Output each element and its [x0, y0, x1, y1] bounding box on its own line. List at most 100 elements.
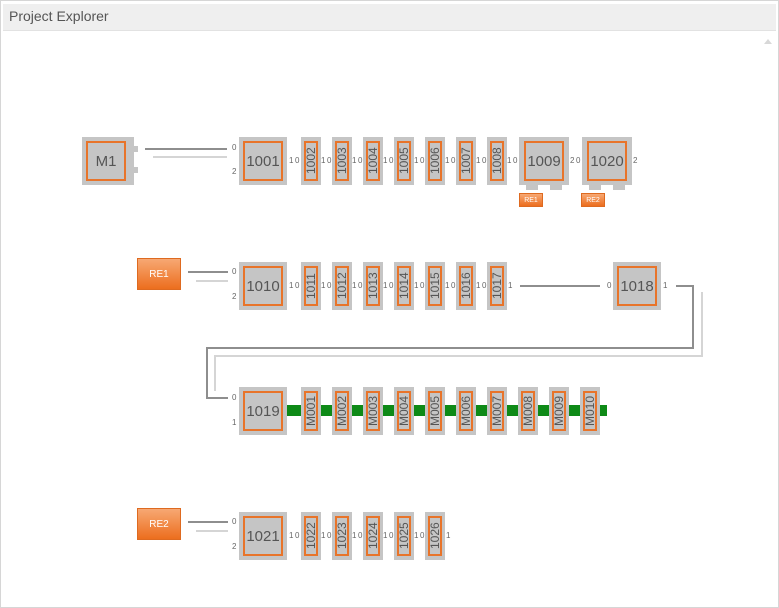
port-label: 1 [414, 156, 419, 165]
node-m006[interactable]: M006 [456, 387, 476, 435]
node-m002[interactable]: M002 [332, 387, 352, 435]
node-label: M007 [490, 391, 504, 431]
node-label: 1012 [335, 266, 349, 306]
node-port [550, 185, 562, 190]
node-1017[interactable]: 1017 [487, 262, 507, 310]
node-m001[interactable]: M001 [301, 387, 321, 435]
connection-line [206, 347, 694, 349]
re2-small-button[interactable]: RE2 [581, 193, 605, 207]
node-1002[interactable]: 1002 [301, 137, 321, 185]
port-label: 1 [414, 531, 419, 540]
port-label: 1 [476, 281, 481, 290]
port-label: 0 [327, 281, 332, 290]
node-label: 1026 [428, 516, 442, 556]
node-m008[interactable]: M008 [518, 387, 538, 435]
port-label: 1 [445, 281, 450, 290]
scroll-up-icon[interactable] [764, 39, 772, 44]
green-bus-line [287, 405, 607, 416]
connection-line [196, 280, 228, 282]
node-label: 1003 [335, 141, 349, 181]
connection-line [206, 347, 208, 399]
node-1007[interactable]: 1007 [456, 137, 476, 185]
node-label: 1013 [366, 266, 380, 306]
port-label: 2 [232, 292, 237, 301]
node-1023[interactable]: 1023 [332, 512, 352, 560]
node-1010[interactable]: 1010 [239, 262, 287, 310]
port-label: 1 [508, 281, 513, 290]
node-port [589, 185, 601, 190]
port-label: 0 [295, 531, 300, 540]
node-label: M008 [521, 391, 535, 431]
node-m010[interactable]: M010 [580, 387, 600, 435]
connection-line [520, 285, 600, 287]
node-label: 1019 [243, 391, 283, 431]
node-label: 1023 [335, 516, 349, 556]
port-label: 0 [420, 156, 425, 165]
node-1009[interactable]: 1009 [519, 137, 569, 185]
node-1022[interactable]: 1022 [301, 512, 321, 560]
node-label: 1020 [587, 141, 627, 181]
node-1018[interactable]: 1018 [613, 262, 661, 310]
port-label: 2 [232, 167, 237, 176]
port-label: 1 [352, 531, 357, 540]
port-label: 0 [358, 531, 363, 540]
node-1015[interactable]: 1015 [425, 262, 445, 310]
port-label: 0 [482, 156, 487, 165]
node-1016[interactable]: 1016 [456, 262, 476, 310]
node-1006[interactable]: 1006 [425, 137, 445, 185]
node-label: 1008 [490, 141, 504, 181]
re2-button[interactable]: RE2 [137, 508, 181, 540]
node-m007[interactable]: M007 [487, 387, 507, 435]
port-label: 1 [289, 281, 294, 290]
node-label: 1010 [243, 266, 283, 306]
node-m003[interactable]: M003 [363, 387, 383, 435]
node-label: 1014 [397, 266, 411, 306]
node-label: 1007 [459, 141, 473, 181]
node-1013[interactable]: 1013 [363, 262, 383, 310]
port-label: 0 [451, 156, 456, 165]
node-label: M002 [335, 391, 349, 431]
node-label: 1016 [459, 266, 473, 306]
node-label: M006 [459, 391, 473, 431]
node-1014[interactable]: 1014 [394, 262, 414, 310]
node-1004[interactable]: 1004 [363, 137, 383, 185]
port-label: 1 [445, 156, 450, 165]
port-label: 0 [513, 156, 518, 165]
connection-line [188, 521, 228, 523]
node-1024[interactable]: 1024 [363, 512, 383, 560]
node-label: 1025 [397, 516, 411, 556]
node-label: 1021 [243, 516, 283, 556]
port-label: 1 [232, 418, 237, 427]
re1-small-button[interactable]: RE1 [519, 193, 543, 207]
node-m004[interactable]: M004 [394, 387, 414, 435]
node-m005[interactable]: M005 [425, 387, 445, 435]
node-1011[interactable]: 1011 [301, 262, 321, 310]
node-m1[interactable]: M1 [82, 137, 134, 185]
node-1012[interactable]: 1012 [332, 262, 352, 310]
connection-line [196, 530, 228, 532]
node-1008[interactable]: 1008 [487, 137, 507, 185]
node-1003[interactable]: 1003 [332, 137, 352, 185]
connection-line [206, 397, 228, 399]
port-label: 0 [327, 531, 332, 540]
node-label: 1002 [304, 141, 318, 181]
connection-line [701, 292, 703, 356]
node-1019[interactable]: 1019 [239, 387, 287, 435]
port-label: 0 [576, 156, 581, 165]
node-m009[interactable]: M009 [549, 387, 569, 435]
node-1001[interactable]: 1001 [239, 137, 287, 185]
node-1021[interactable]: 1021 [239, 512, 287, 560]
node-1026[interactable]: 1026 [425, 512, 445, 560]
port-label: 0 [295, 281, 300, 290]
node-1025[interactable]: 1025 [394, 512, 414, 560]
node-label: 1015 [428, 266, 442, 306]
node-label: 1022 [304, 516, 318, 556]
port-label: 0 [358, 156, 363, 165]
node-label: 1004 [366, 141, 380, 181]
node-1005[interactable]: 1005 [394, 137, 414, 185]
node-1020[interactable]: 1020 [582, 137, 632, 185]
port-label: 1 [507, 156, 512, 165]
port-label: 1 [383, 531, 388, 540]
re1-button[interactable]: RE1 [137, 258, 181, 290]
panel-header: Project Explorer [3, 4, 776, 31]
